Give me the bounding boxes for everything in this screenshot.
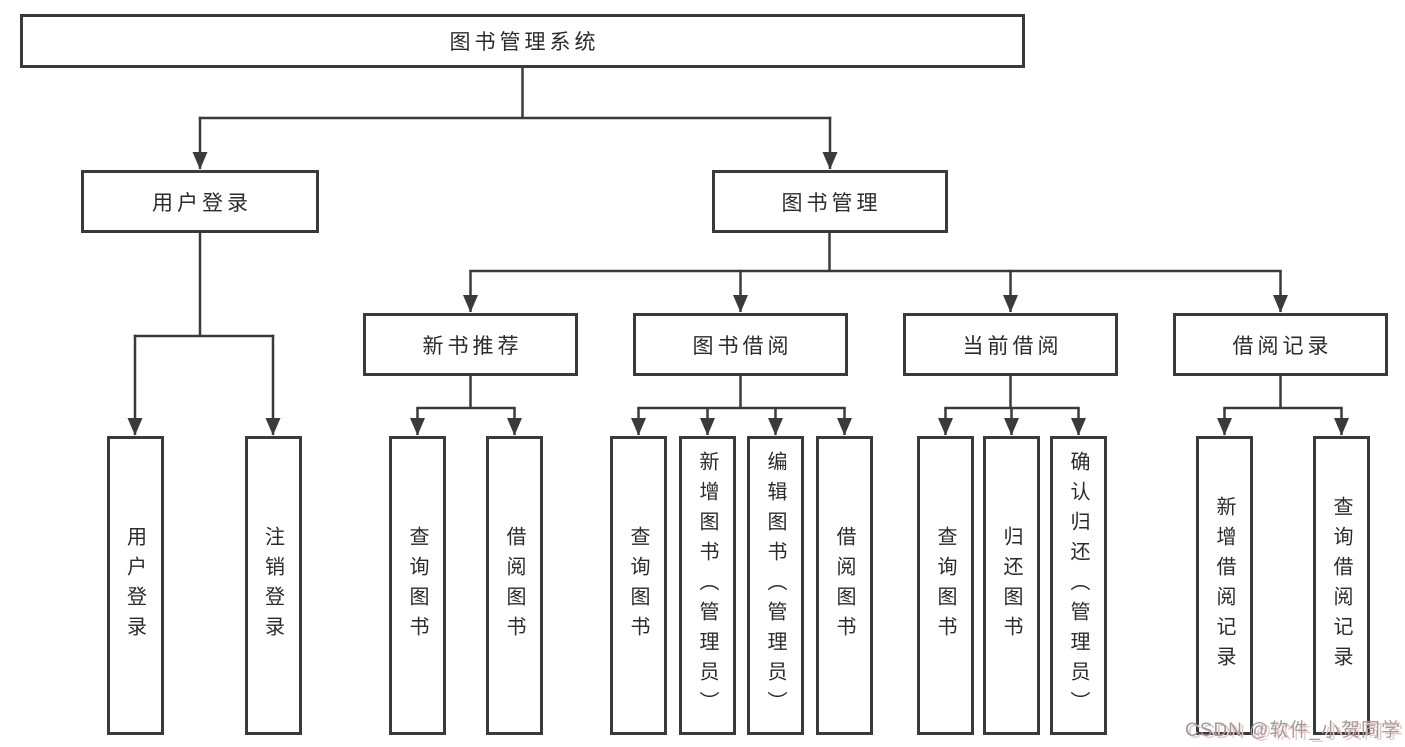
leaf-recommend-query-books: 查询图书 [389,436,446,735]
leaf-recommend-borrow-books: 借阅图书 [486,436,543,735]
leaf-borrow-borrow-books: 借阅图书 [816,436,873,735]
leaf-borrow-query-books: 查询图书 [610,436,667,735]
leaf-current-confirm-return-admin: 确认归还（管理员） [1050,436,1107,735]
leaf-borrow-edit-books-admin: 编辑图书（管理员） [747,436,804,735]
node-new-book-recommend: 新书推荐 [363,313,578,376]
root-node-library-system: 图书管理系统 [20,14,1025,68]
node-current-borrow: 当前借阅 [903,313,1118,376]
leaf-records-add-record: 新增借阅记录 [1196,436,1253,735]
csdn-watermark: CSDN @软件_小贺同学 [1185,720,1401,741]
node-book-borrow: 图书借阅 [633,313,848,376]
node-borrow-records: 借阅记录 [1173,313,1388,376]
leaf-user-login: 用户登录 [106,436,164,735]
leaf-current-query-books: 查询图书 [917,436,974,735]
node-book-management: 图书管理 [711,170,948,233]
leaf-borrow-add-books-admin: 新增图书（管理员） [679,436,736,735]
leaf-current-return-books: 归还图书 [983,436,1040,735]
node-user-login: 用户登录 [81,170,319,233]
leaf-logout: 注销登录 [244,436,302,735]
leaf-records-query-record: 查询借阅记录 [1313,436,1370,735]
